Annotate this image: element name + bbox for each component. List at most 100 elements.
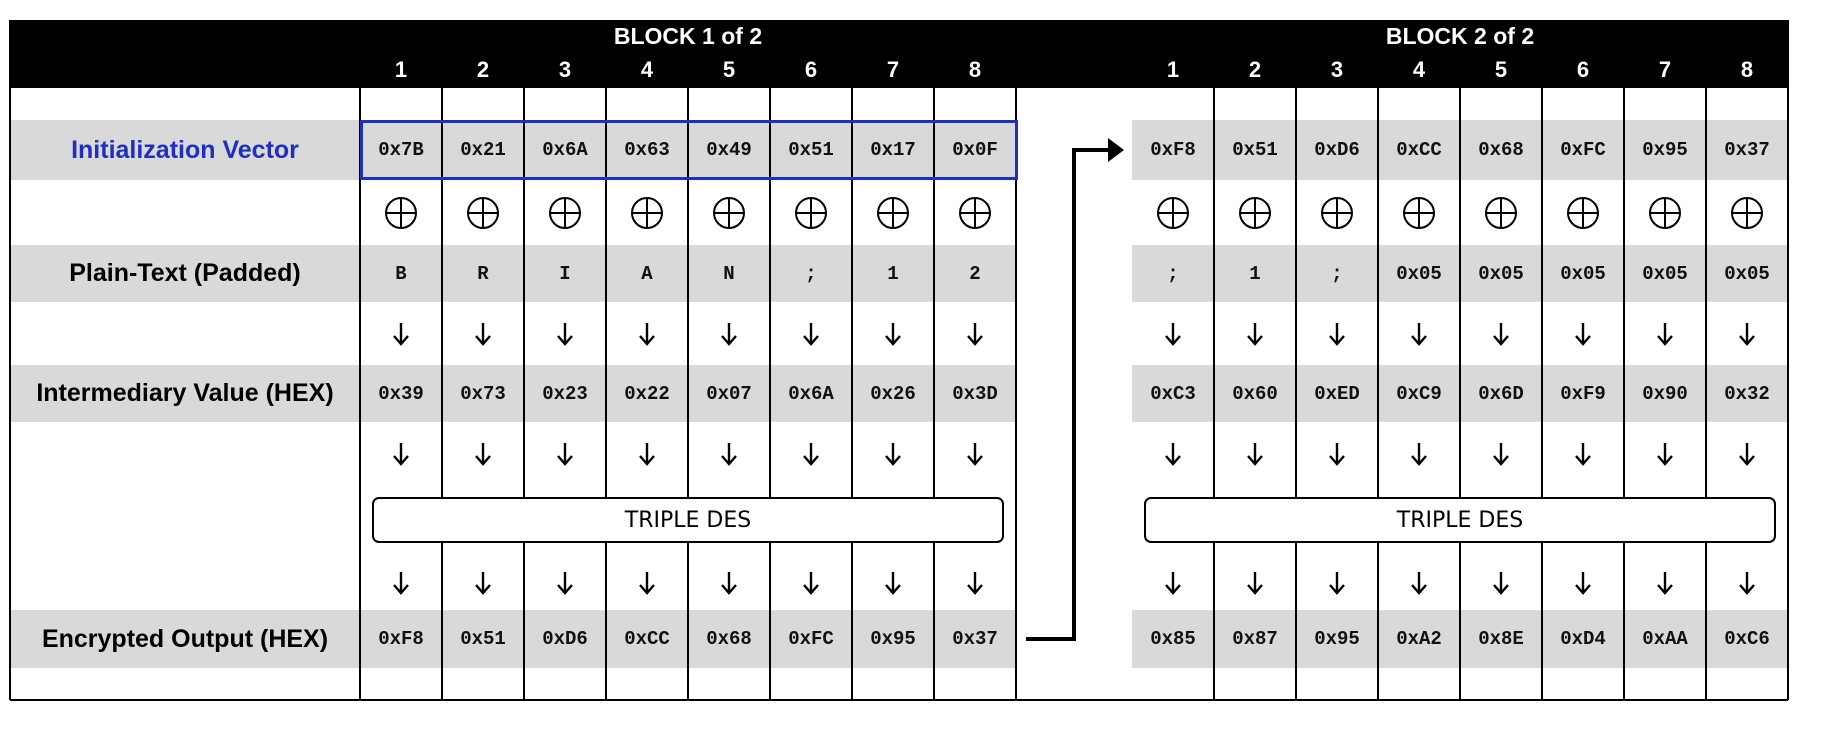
grid-line-vertical (933, 88, 935, 700)
xor-icon (770, 180, 852, 245)
down-arrow-icon (1378, 555, 1460, 610)
down-arrow-icon (1624, 555, 1706, 610)
down-arrow-icon (770, 555, 852, 610)
output-byte: 0x95 (1314, 628, 1360, 650)
xor-icon (606, 180, 688, 245)
row-label-iv: Initialization Vector (71, 135, 299, 164)
down-arrow-icon (360, 302, 442, 365)
iv-byte: 0x7B (378, 139, 424, 161)
intermediary-byte: 0x6A (788, 382, 834, 405)
down-arrow-icon (1624, 422, 1706, 485)
xor-icon (1378, 180, 1460, 245)
row-band-pt (10, 245, 360, 302)
xor-icon (1624, 180, 1706, 245)
down-arrow-icon (1378, 422, 1460, 485)
output-byte: 0xFC (788, 628, 834, 650)
iv-byte: 0x6A (542, 139, 588, 161)
plaintext-byte: 0x05 (1560, 262, 1606, 285)
grid-line-vertical (687, 88, 689, 700)
grid-line-vertical (851, 88, 853, 700)
iv-byte: 0xF8 (1150, 139, 1196, 161)
down-arrow-icon (1624, 302, 1706, 365)
down-arrow-icon (688, 302, 770, 365)
iv-byte: 0x68 (1478, 139, 1524, 161)
grid-line-vertical (523, 88, 525, 700)
intermediary-byte: 0xED (1314, 382, 1360, 405)
grid-line-vertical (1705, 88, 1707, 700)
down-arrow-icon (1214, 555, 1296, 610)
plaintext-byte: A (641, 262, 653, 285)
iv-byte: 0x95 (1642, 139, 1688, 161)
iv-byte: 0x21 (460, 139, 506, 161)
down-arrow-icon (1542, 422, 1624, 485)
column-number: 6 (1576, 57, 1590, 82)
grid-line-vertical (605, 88, 607, 700)
down-arrow-icon (688, 422, 770, 485)
row-label-intermediary: Intermediary Value (HEX) (36, 379, 334, 407)
xor-icon (934, 180, 1016, 245)
down-arrow-icon (934, 302, 1016, 365)
plaintext-byte: ; (805, 262, 817, 285)
down-arrow-icon (606, 422, 688, 485)
down-arrow-icon (1132, 302, 1214, 365)
xor-icon (1296, 180, 1378, 245)
header-bar-right (1016, 20, 1788, 88)
output-byte: 0xD6 (542, 628, 588, 650)
column-number: 7 (886, 57, 900, 82)
grid-line-bottom (10, 699, 1788, 701)
down-arrow-icon (524, 422, 606, 485)
output-byte: 0x68 (706, 628, 752, 650)
output-byte: 0xA2 (1396, 628, 1442, 650)
block-title-1: BLOCK 1 of 2 (613, 23, 763, 49)
plaintext-byte: R (477, 262, 489, 285)
xor-icon (360, 180, 442, 245)
down-arrow-icon (524, 302, 606, 365)
row-label-output: Encrypted Output (HEX) (41, 624, 329, 653)
column-number: 4 (1412, 57, 1426, 82)
intermediary-byte: 0x32 (1724, 382, 1770, 405)
down-arrow-icon (1460, 555, 1542, 610)
output-byte: 0xCC (624, 628, 670, 650)
output-byte: 0xAA (1642, 628, 1688, 650)
xor-icon (1706, 180, 1788, 245)
down-arrow-icon (442, 422, 524, 485)
iv-byte: 0x49 (706, 139, 752, 161)
plaintext-byte: ; (1167, 262, 1179, 285)
down-arrow-icon (934, 422, 1016, 485)
intermediary-byte: 0x23 (542, 382, 588, 405)
down-arrow-icon (442, 555, 524, 610)
xor-icon (852, 180, 934, 245)
down-arrow-icon (1706, 422, 1788, 485)
grid-line-left-edge (9, 20, 11, 700)
plaintext-byte: 0x05 (1478, 262, 1524, 285)
output-byte: 0xF8 (378, 628, 424, 650)
down-arrow-icon (1378, 302, 1460, 365)
plaintext-byte: 2 (969, 262, 981, 285)
column-number: 3 (558, 57, 572, 82)
intermediary-byte: 0xC3 (1150, 382, 1196, 405)
grid-line-vertical (1377, 88, 1379, 700)
down-arrow-icon (606, 302, 688, 365)
header-bar-left (10, 20, 1018, 88)
down-arrow-icon (1460, 422, 1542, 485)
down-arrow-icon (852, 555, 934, 610)
xor-icon (1132, 180, 1214, 245)
output-byte: 0xC6 (1724, 628, 1770, 650)
column-number: 2 (476, 57, 490, 82)
grid-line-vertical (441, 88, 443, 700)
intermediary-byte: 0x6D (1478, 382, 1524, 405)
xor-icon (1542, 180, 1624, 245)
xor-icon (442, 180, 524, 245)
grid-line-right-edge (1787, 20, 1789, 700)
intermediary-byte: 0x90 (1642, 382, 1688, 405)
xor-icon (1460, 180, 1542, 245)
down-arrow-icon (1706, 302, 1788, 365)
iv-byte: 0xFC (1560, 139, 1606, 161)
grid-line-vertical (1541, 88, 1543, 700)
iv-byte: 0x51 (1232, 139, 1278, 161)
column-number: 2 (1248, 57, 1262, 82)
down-arrow-icon (1460, 302, 1542, 365)
triple-des-box: TRIPLE DES (372, 497, 1004, 543)
iv-byte: 0x0F (952, 139, 998, 161)
intermediary-byte: 0x07 (706, 382, 752, 405)
